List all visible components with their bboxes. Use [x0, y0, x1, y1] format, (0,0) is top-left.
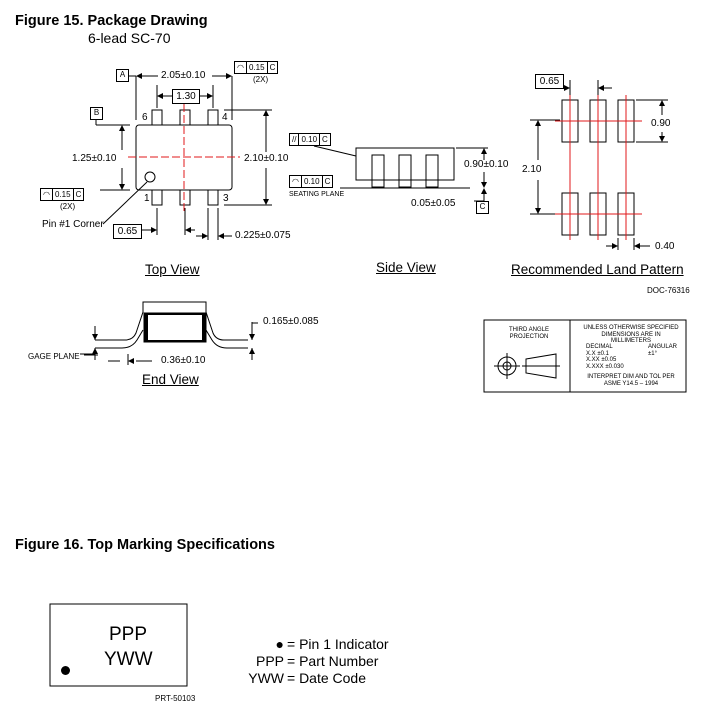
- flat-tol-value: 0.10: [302, 176, 323, 187]
- legend-ppp-text: = Part Number: [287, 653, 379, 669]
- top-view-caption: Top View: [145, 262, 200, 277]
- tol-left-datum: C: [75, 190, 82, 199]
- datum-b: B: [90, 107, 103, 120]
- top-pitch-dim: 1.30: [172, 89, 200, 104]
- datum-a: A: [116, 69, 129, 82]
- end-thickness-dim: 0.165±0.085: [263, 316, 319, 327]
- land-pattern-caption: Recommended Land Pattern: [511, 262, 684, 277]
- side-height-dim: 0.90±0.10: [464, 159, 509, 170]
- tol-left-note: (2X): [60, 202, 76, 211]
- end-foot-dim: 0.36±0.10: [161, 355, 206, 366]
- tol-top-value: 0.15: [247, 62, 268, 73]
- parallelism-icon: //: [290, 134, 300, 145]
- projection-note: THIRD ANGLE PROJECTION: [509, 327, 550, 340]
- tol-top-datum: C: [269, 63, 276, 72]
- lead-pitch-dim: 0.65: [113, 224, 142, 239]
- datum-c: C: [476, 201, 489, 214]
- figure-16-title: Figure 16. Top Marking Specifications: [15, 537, 275, 553]
- flat-tol-datum: C: [324, 177, 331, 186]
- side-standoff-dim: 0.05±0.05: [411, 198, 456, 209]
- marking-line-ppp: PPP: [109, 624, 148, 645]
- decimal-tolerances: DECIMAL X.X ±0.1 X.XX ±0.05 X.XXX ±0.030: [586, 344, 624, 370]
- parallel-tol-frame: // 0.10 C: [289, 133, 331, 146]
- tol-frame-top: ◠ 0.15 C: [234, 61, 279, 74]
- title-block-frame: [483, 319, 687, 393]
- figure-15-subtitle: 6-lead SC-70: [88, 30, 171, 46]
- pin-label-3: 3: [223, 193, 229, 204]
- legend-yww-text: = Date Code: [287, 670, 366, 686]
- seating-plane-label: SEATING PLANE: [289, 191, 345, 198]
- marking-line-yww: YWW: [104, 649, 153, 670]
- legend-ppp-key: PPP: [255, 653, 284, 669]
- gage-plane-label: GAGE PLANE: [28, 352, 80, 361]
- marking-legend: ● = Pin 1 Indicator PPP = Part Number YW…: [232, 636, 389, 687]
- profile-icon: ◠: [290, 176, 302, 187]
- profile-icon: ◠: [41, 189, 53, 200]
- pin1-dot-icon: [61, 666, 70, 675]
- profile-icon: ◠: [235, 62, 247, 73]
- legend-yww-key: YWW: [248, 670, 284, 686]
- tol-top-note: (2X): [253, 75, 269, 84]
- pin1-corner-label: Pin #1 Corner: [42, 219, 104, 230]
- side-view-caption: Side View: [376, 260, 436, 275]
- top-height-dim: 1.25±0.10: [72, 153, 117, 164]
- top-width-dim: 2.05±0.10: [161, 70, 206, 81]
- centerlines: [128, 95, 642, 240]
- marking-box: [49, 603, 188, 687]
- side-view-body: [355, 147, 455, 181]
- land-pad-width-dim: 0.40: [655, 241, 675, 252]
- end-view-caption: End View: [142, 372, 199, 387]
- top-length-dim: 2.10±0.10: [244, 153, 289, 164]
- tol-frame-left: ◠ 0.15 C: [40, 188, 85, 201]
- doc-number-15: DOC-76316: [647, 286, 690, 295]
- parallel-tol-datum: C: [322, 135, 328, 144]
- land-pitch-dim: 0.65: [535, 74, 564, 89]
- land-pad-length-dim: 0.90: [651, 118, 671, 129]
- interpret-note: INTERPRET DIM AND TOL PER ASME Y14.5 – 1…: [587, 374, 675, 387]
- pin-label-4: 4: [222, 112, 228, 123]
- figure-15-title: Figure 15. Package Drawing: [15, 13, 208, 29]
- land-span-dim: 2.10: [522, 164, 542, 175]
- parallel-tol-value: 0.10: [299, 134, 321, 145]
- angular-tolerance: ANGULAR ±1°: [648, 344, 678, 357]
- pin-label-1: 1: [144, 193, 150, 204]
- pin-label-6: 6: [142, 112, 148, 123]
- flat-tol-frame: ◠ 0.10 C: [289, 175, 334, 188]
- legend-dot-key: ●: [275, 636, 284, 652]
- units-note: UNLESS OTHERWISE SPECIFIED DIMENSIONS AR…: [583, 325, 679, 344]
- tol-left-value: 0.15: [53, 189, 74, 200]
- lead-width-dim: 0.225±0.075: [235, 230, 291, 241]
- doc-number-16: PRT-50103: [155, 694, 196, 703]
- legend-dot-text: = Pin 1 Indicator: [287, 636, 389, 652]
